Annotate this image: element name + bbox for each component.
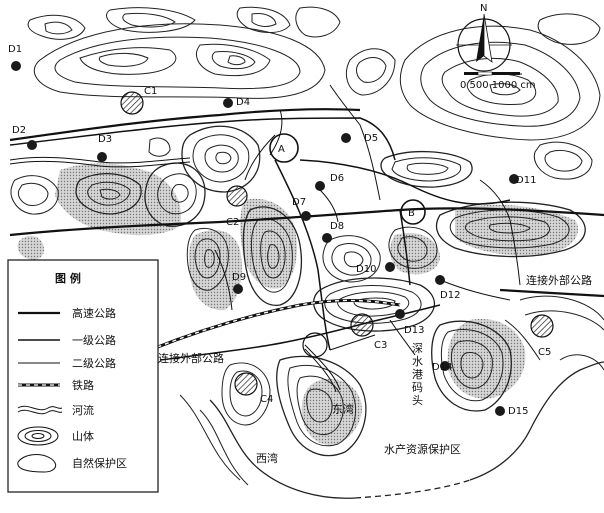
point-d1-label: D1 xyxy=(8,44,22,55)
legend-road1: 一级公路 xyxy=(72,334,116,347)
point-d12-label: D12 xyxy=(440,290,460,301)
legend-rail: 铁路 xyxy=(72,379,94,392)
roads xyxy=(9,84,604,361)
survey-points: D1 D2 D3 D4 D5 D6 D7 D8 D9 D10 D11 D12 D… xyxy=(8,44,536,417)
place-labels: 连接外部公路 连接外部公路 深 水 港 码 头 东湾 西湾 水产资源保护区 xyxy=(158,273,592,465)
point-d5 xyxy=(341,133,351,143)
point-d5-label: D5 xyxy=(364,133,378,144)
candidate-c1-label: C1 xyxy=(144,86,157,97)
point-d9-label: D9 xyxy=(232,272,246,283)
point-d2-label: D2 xyxy=(12,125,26,136)
point-d10-label: D10 xyxy=(356,264,376,275)
point-d8-label: D8 xyxy=(330,221,344,232)
point-d15-label: D15 xyxy=(508,406,528,417)
rivers xyxy=(9,109,341,393)
legend: 图 例 高速公路 一级公路 二级公路 铁路 河流 山体 自然保护区 xyxy=(7,259,159,493)
candidate-c5-label: C5 xyxy=(538,347,551,358)
candidate-c3-label: C3 xyxy=(374,340,387,351)
point-d11-label: D11 xyxy=(516,175,536,186)
label-harbor-5: 头 xyxy=(412,394,423,407)
compass: N 0 500 1000 cm xyxy=(456,3,536,91)
point-d15 xyxy=(495,406,505,416)
legend-river: 河流 xyxy=(72,403,94,417)
coastlines xyxy=(179,319,604,499)
label-west-bay: 西湾 xyxy=(256,451,278,465)
label-harbor-3: 港 xyxy=(412,368,423,381)
point-d6 xyxy=(315,181,325,191)
label-harbor-4: 码 xyxy=(412,381,423,394)
legend-nature: 自然保护区 xyxy=(72,456,127,470)
junction-a-circle xyxy=(269,133,299,163)
label-external-road-left: 连接外部公路 xyxy=(158,351,224,365)
point-d6-label: D6 xyxy=(330,173,344,184)
point-d13-label: D13 xyxy=(404,325,424,336)
junctions: A B xyxy=(269,133,426,358)
legend-road2: 二级公路 xyxy=(72,357,116,370)
point-d7-label: D7 xyxy=(292,197,306,208)
junction-a-label: A xyxy=(278,144,285,155)
label-external-road-right: 连接外部公路 xyxy=(526,273,592,287)
point-d9 xyxy=(233,284,243,294)
contour-lines xyxy=(10,6,604,457)
point-d14 xyxy=(440,361,450,371)
candidate-sites: C1 C2 C3 C4 C5 xyxy=(120,86,554,405)
legend-mountain: 山体 xyxy=(72,429,94,443)
north-arrow-icon xyxy=(476,14,484,62)
candidate-c5 xyxy=(530,314,554,338)
point-d1 xyxy=(11,61,21,71)
candidate-c1 xyxy=(120,91,144,115)
point-d4 xyxy=(223,98,233,108)
north-label: N xyxy=(480,3,487,14)
candidate-c4 xyxy=(234,372,258,396)
junction-circle-south xyxy=(302,332,328,358)
point-d3-label: D3 xyxy=(98,134,112,145)
point-d7 xyxy=(301,211,311,221)
label-east-bay: 东湾 xyxy=(332,402,354,416)
legend-highway: 高速公路 xyxy=(72,306,116,320)
candidate-c4-label: C4 xyxy=(260,394,273,405)
junction-b-circle xyxy=(400,199,426,225)
junction-b-label: B xyxy=(408,208,415,219)
candidate-c2 xyxy=(226,185,248,207)
railway xyxy=(149,298,401,352)
point-d4-label: D4 xyxy=(236,97,250,108)
point-d14-label: D14 xyxy=(432,362,452,373)
candidate-c3 xyxy=(350,313,374,337)
point-d11 xyxy=(509,174,519,184)
label-harbor-1: 深 xyxy=(412,342,423,355)
label-reserve: 水产资源保护区 xyxy=(384,442,461,456)
point-d12 xyxy=(435,275,445,285)
candidate-c2-label: C2 xyxy=(226,217,239,228)
point-d13 xyxy=(395,309,405,319)
scale-label: 0 500 1000 cm xyxy=(460,80,536,91)
point-d10 xyxy=(385,262,395,272)
legend-title: 图 例 xyxy=(55,271,81,285)
label-harbor-2: 水 xyxy=(412,355,423,368)
point-d2 xyxy=(27,140,37,150)
point-d8 xyxy=(322,233,332,243)
point-d3 xyxy=(97,152,107,162)
